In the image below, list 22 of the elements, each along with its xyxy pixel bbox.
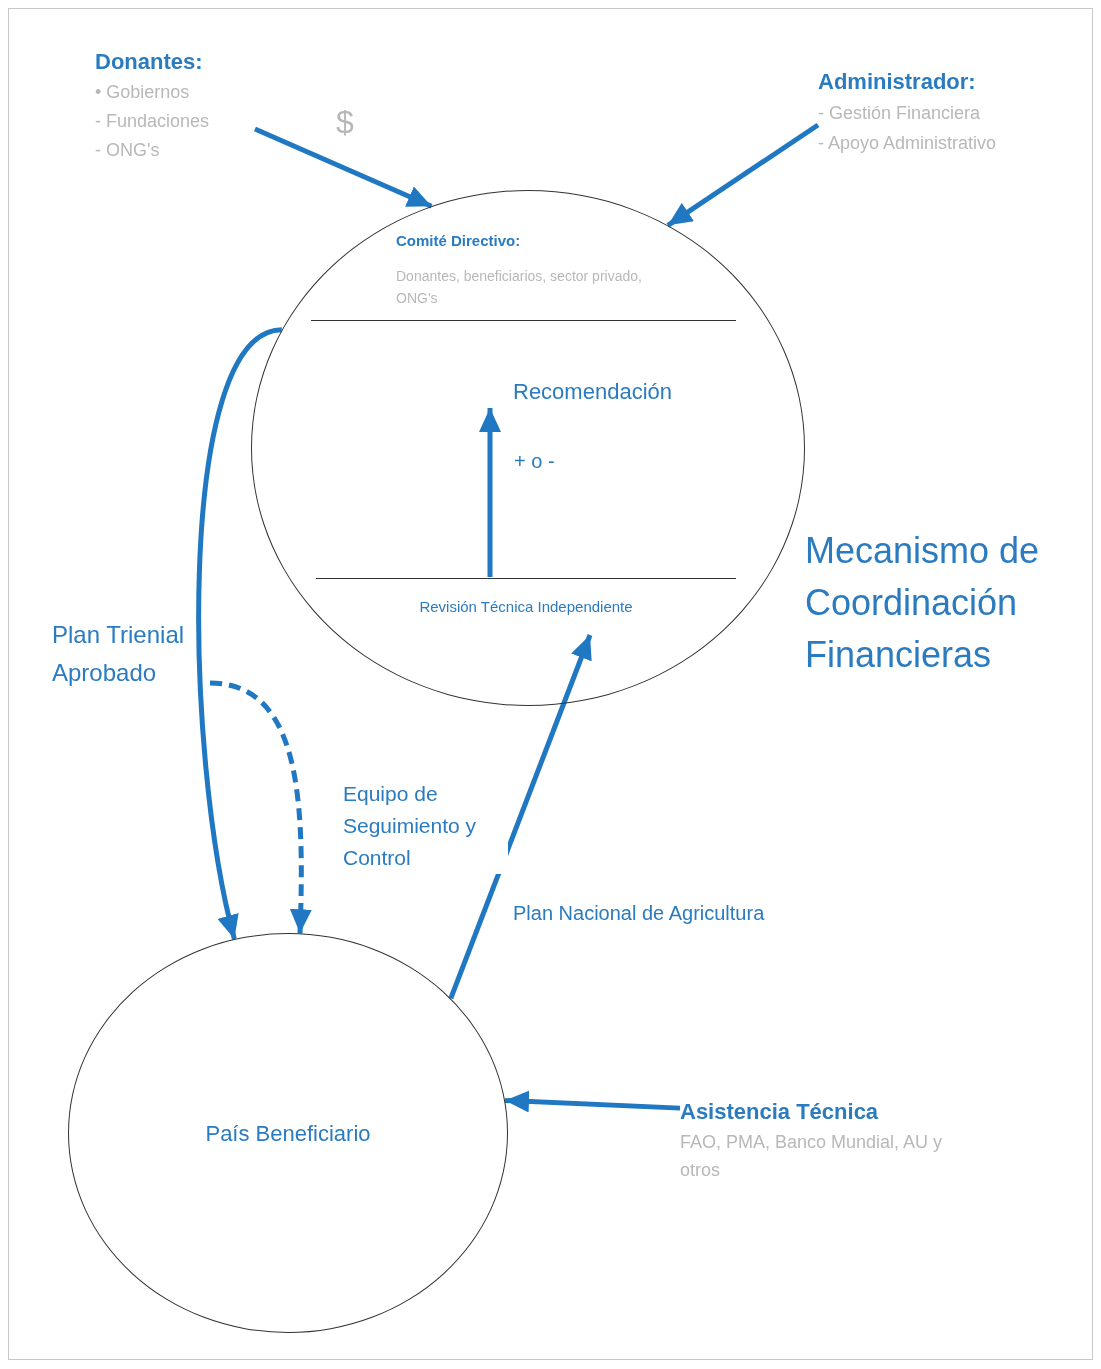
heading-text: Donantes: xyxy=(95,48,204,76)
heading-text: País Beneficiario xyxy=(205,1119,371,1148)
arrow xyxy=(448,634,593,1000)
heading-text: Comité Directivo: xyxy=(396,231,522,251)
body-text: - Apoyo Administrativo xyxy=(818,132,998,155)
arrow xyxy=(666,122,820,228)
arrow xyxy=(479,408,501,577)
heading-text: Administrador: xyxy=(818,68,977,96)
body-text: - ONG's xyxy=(95,139,161,162)
arrow xyxy=(254,126,433,209)
heading-text: Asistencia Técnica xyxy=(680,1098,880,1126)
body-text: • Gobiernos xyxy=(95,81,191,104)
arrow xyxy=(196,327,283,940)
node-label: Mecanismo de Coordinación Financieras xyxy=(805,529,1041,677)
arrow xyxy=(504,1090,681,1113)
heading-text: Revisión Técnica Independiente xyxy=(419,597,633,618)
body-text: - Gestión Financiera xyxy=(818,102,982,125)
body-text: Donantes, beneficiarios, sector privado, ONG's xyxy=(396,266,643,308)
body-text: FAO, PMA, Banco Mundial, AU y otros xyxy=(680,1131,944,1182)
body-text: - Fundaciones xyxy=(95,110,211,133)
heading-text: Recomendación xyxy=(513,377,672,406)
arrow xyxy=(209,680,312,934)
